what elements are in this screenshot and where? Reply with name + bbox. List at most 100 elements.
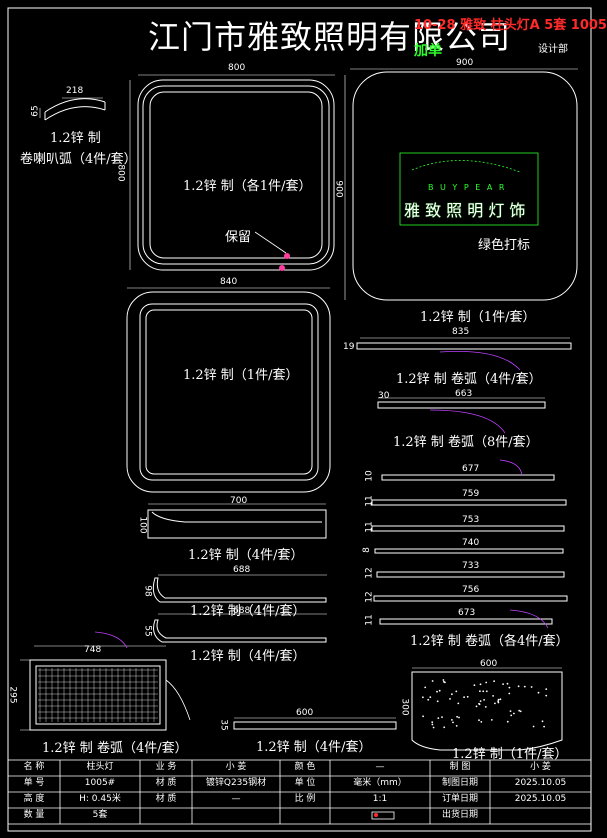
panel-dot [443, 680, 445, 683]
panel-dot [508, 692, 511, 695]
panel-dot [427, 698, 430, 701]
panel-dot [517, 685, 520, 688]
panel-dot [519, 710, 522, 713]
strip-663 [377, 397, 546, 434]
panel-900 [344, 68, 578, 301]
table-cell-row4-7 [490, 808, 591, 823]
scale-icon [371, 811, 395, 820]
table-cell-row4-1: 5套 [92, 810, 108, 820]
panel-dot [490, 719, 493, 721]
panel-dot [475, 705, 478, 708]
panel-dot [510, 714, 513, 717]
panel-dot [431, 723, 434, 726]
table-cell-row1-5: — [375, 762, 385, 772]
panel-dot [485, 681, 488, 684]
table-cell-row2-4: 单 位 [294, 778, 316, 788]
panel-dot [436, 700, 439, 703]
arc-small-label1: 1.2锌 制 [50, 131, 101, 146]
panel-dot [443, 726, 446, 729]
strip-height-4: 8 [361, 547, 372, 553]
panel-dot [463, 696, 465, 699]
mesh-grid [38, 668, 158, 722]
bar-600-width: 600 [296, 708, 314, 718]
panel-dot [483, 699, 485, 701]
panel-dot [497, 698, 500, 701]
panel-dot [479, 683, 482, 686]
dotpanel-height: 300 [399, 698, 410, 716]
panel-dot [432, 726, 435, 729]
panel-dot [457, 702, 460, 705]
table-cell-row2-6: 制图日期 [441, 778, 478, 788]
bar-700-label: 1.2锌 制（4件/套） [188, 548, 304, 563]
table-cell-row4-2 [140, 808, 192, 823]
frame-840-label: 1.2锌 制（1件/套） [183, 368, 299, 383]
strip-height-5: 12 [364, 567, 375, 579]
panel-dot [431, 680, 434, 682]
panel-dot [502, 683, 504, 685]
strip-835-height: 19 [343, 342, 355, 352]
table-cell-row3-5: 1:1 [372, 794, 388, 804]
mesh-height: 295 [7, 686, 18, 704]
panel-dot [482, 690, 485, 693]
strip-width-6: 756 [462, 585, 480, 595]
panel-dot [537, 691, 540, 694]
bar-700-height: 100 [137, 516, 148, 534]
panel-dot [478, 719, 480, 722]
panel-dot [466, 695, 469, 698]
table-cell-row2-1: 1005# [84, 778, 116, 788]
order-code: 10-28 雅致 柱头灯A 5套 1005 [414, 18, 607, 33]
table-cell-row3-1: H: 0.45米 [79, 794, 121, 804]
panel-dot [441, 716, 443, 718]
strip-width-1: 677 [462, 464, 480, 474]
strip-835 [356, 337, 572, 371]
panel-dot [431, 721, 434, 724]
panel-dot [480, 721, 483, 723]
panel-900-height: 900 [333, 180, 344, 198]
bar-688b-height: 55 [142, 625, 153, 637]
bar-600-label: 1.2锌 制（4件/套） [256, 740, 372, 755]
strip-height-7: 11 [364, 614, 375, 626]
bar-688a-height: 98 [142, 585, 153, 597]
panel-dot [497, 701, 500, 704]
strip-835-width: 835 [452, 327, 470, 337]
dot-panel [411, 667, 563, 751]
frame-800-width: 800 [228, 63, 246, 73]
bar-688a-label: 1.2锌 制（4件/套） [190, 604, 306, 619]
panel-dot [451, 693, 453, 696]
panel-dot [473, 684, 476, 687]
table-cell-row4-4 [280, 808, 330, 823]
panel-dot [479, 700, 482, 702]
logo-cjk: 雅 致 照 明 灯 饰 [404, 201, 526, 220]
panel-900-logo-note: 绿色打标 [478, 238, 531, 253]
panel-dot [541, 720, 544, 723]
panel-dot [455, 725, 458, 727]
bar-700-width: 700 [230, 496, 248, 506]
strip-height-2: 11 [364, 495, 375, 507]
strip-height-6: 12 [364, 591, 375, 603]
strip-835-label: 1.2锌 制 卷弧（4件/套） [396, 372, 542, 387]
panel-dot [422, 696, 424, 699]
table-cell-row2-2: 材 质 [155, 778, 177, 788]
table-cell-row4-0: 数 量 [23, 810, 45, 820]
table-cell-row4-6: 出货日期 [441, 810, 478, 820]
panel-dot [429, 696, 432, 698]
panel-dot [506, 720, 509, 723]
table-cell-row3-7: 2025.10.05 [514, 794, 567, 804]
panel-dot [499, 698, 502, 701]
spec-table [7, 759, 592, 825]
panel-900-label: 1.2锌 制（1件/套） [420, 310, 536, 325]
panel-dot [438, 689, 441, 692]
bar-688b-width: 688 [233, 606, 251, 616]
strip-663-width: 663 [455, 389, 473, 399]
strip-stack [371, 459, 568, 629]
panel-dot [508, 686, 511, 689]
arc-small-label2: 卷喇叭弧（4件/套） [20, 152, 137, 167]
panel-dot [545, 688, 548, 690]
table-cell-row4-3 [192, 808, 280, 823]
panel-dot [493, 680, 495, 683]
arc-small-part [39, 97, 106, 121]
table-cell-row3-6: 订单日期 [441, 794, 478, 804]
panel-dot [543, 725, 545, 728]
frame-840-width: 840 [220, 277, 238, 287]
